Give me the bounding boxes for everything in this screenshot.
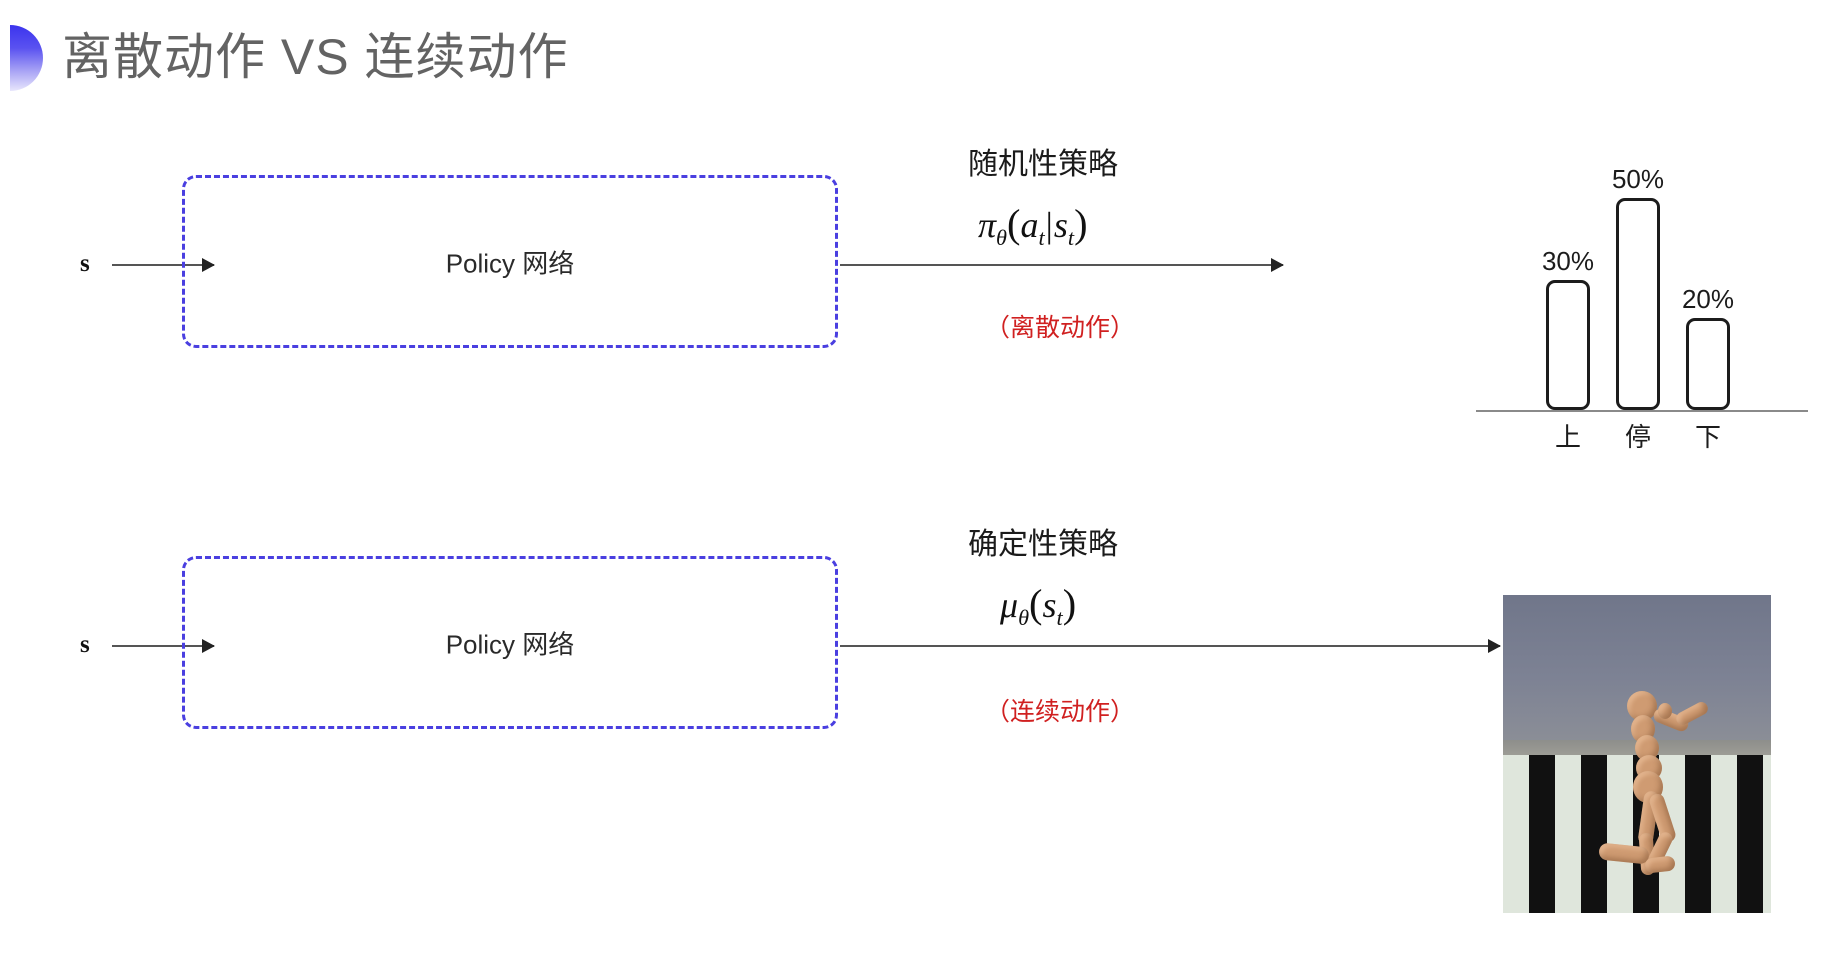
- arrow-policy-to-output-continuous: [840, 645, 1500, 647]
- humanoid-hand: [1658, 703, 1672, 719]
- formula-arg-s-2: s: [1042, 585, 1057, 625]
- policy-network-box-discrete[interactable]: Policy 网络: [182, 175, 838, 348]
- humanoid-figure: [1503, 595, 1771, 913]
- bar-tick-down: 下: [1694, 422, 1721, 452]
- formula-arg-a-sub: t: [1038, 225, 1045, 251]
- discrete-action-note: （离散动作）: [985, 314, 1136, 342]
- policy-network-label-discrete: Policy 网络: [445, 248, 575, 278]
- formula-arg-s: s: [1053, 205, 1068, 245]
- formula-function-mu: μ: [1000, 585, 1019, 625]
- humanoid-simulation-image: [1503, 595, 1771, 913]
- bar-rect-up[interactable]: 30%: [1542, 246, 1594, 410]
- policy-network-label-continuous: Policy 网络: [445, 629, 575, 659]
- page-title: 离散动作 VS 连续动作: [62, 29, 569, 85]
- stochastic-policy-heading: 随机性策略: [968, 148, 1118, 181]
- formula-function-pi: π: [978, 205, 997, 245]
- state-input-label-continuous: s: [80, 631, 90, 658]
- bar-rect-down[interactable]: 20%: [1682, 284, 1734, 410]
- bar-tick-stop: 停: [1624, 422, 1651, 452]
- deterministic-policy-heading: 确定性策略: [968, 528, 1118, 561]
- bar-value-up: 30%: [1541, 246, 1595, 276]
- formula-conditional-bar: |: [1045, 205, 1053, 245]
- title-accent-shape: [10, 25, 43, 91]
- state-input-label-discrete: s: [80, 250, 90, 277]
- stochastic-policy-formula: πθ(at|st): [978, 200, 1088, 251]
- formula-open-paren-2: (: [1029, 581, 1043, 626]
- formula-arg-a: a: [1020, 205, 1039, 245]
- action-probability-bar-chart: 30% 上 50% 停 20% 下: [1468, 95, 1808, 452]
- humanoid-arm-forearm: [1673, 699, 1711, 728]
- formula-subscript-theta: θ: [996, 225, 1008, 251]
- bar-rect-stop[interactable]: 50%: [1612, 164, 1664, 410]
- arrow-state-to-policy-discrete: [112, 264, 214, 266]
- formula-subscript-theta-2: θ: [1018, 605, 1030, 631]
- deterministic-policy-formula: μθ(st): [1000, 580, 1076, 631]
- bar-tick-up: 上: [1554, 422, 1581, 452]
- chart-baseline-axis: [1476, 410, 1808, 412]
- formula-open-paren: (: [1007, 201, 1021, 246]
- continuous-action-note: （连续动作）: [985, 698, 1136, 726]
- bar-value-down: 20%: [1681, 284, 1735, 314]
- bar-value-stop: 50%: [1611, 164, 1665, 194]
- formula-close-paren-2: ): [1062, 581, 1077, 626]
- arrow-state-to-policy-continuous: [112, 645, 214, 647]
- arrow-policy-to-output-discrete: [840, 264, 1283, 266]
- policy-network-box-continuous[interactable]: Policy 网络: [182, 556, 838, 729]
- formula-close-paren: ): [1074, 201, 1088, 246]
- formula-arg-s-sub: t: [1067, 225, 1075, 251]
- formula-arg-s-sub-2: t: [1056, 605, 1063, 631]
- humanoid-foot-back: [1644, 855, 1676, 874]
